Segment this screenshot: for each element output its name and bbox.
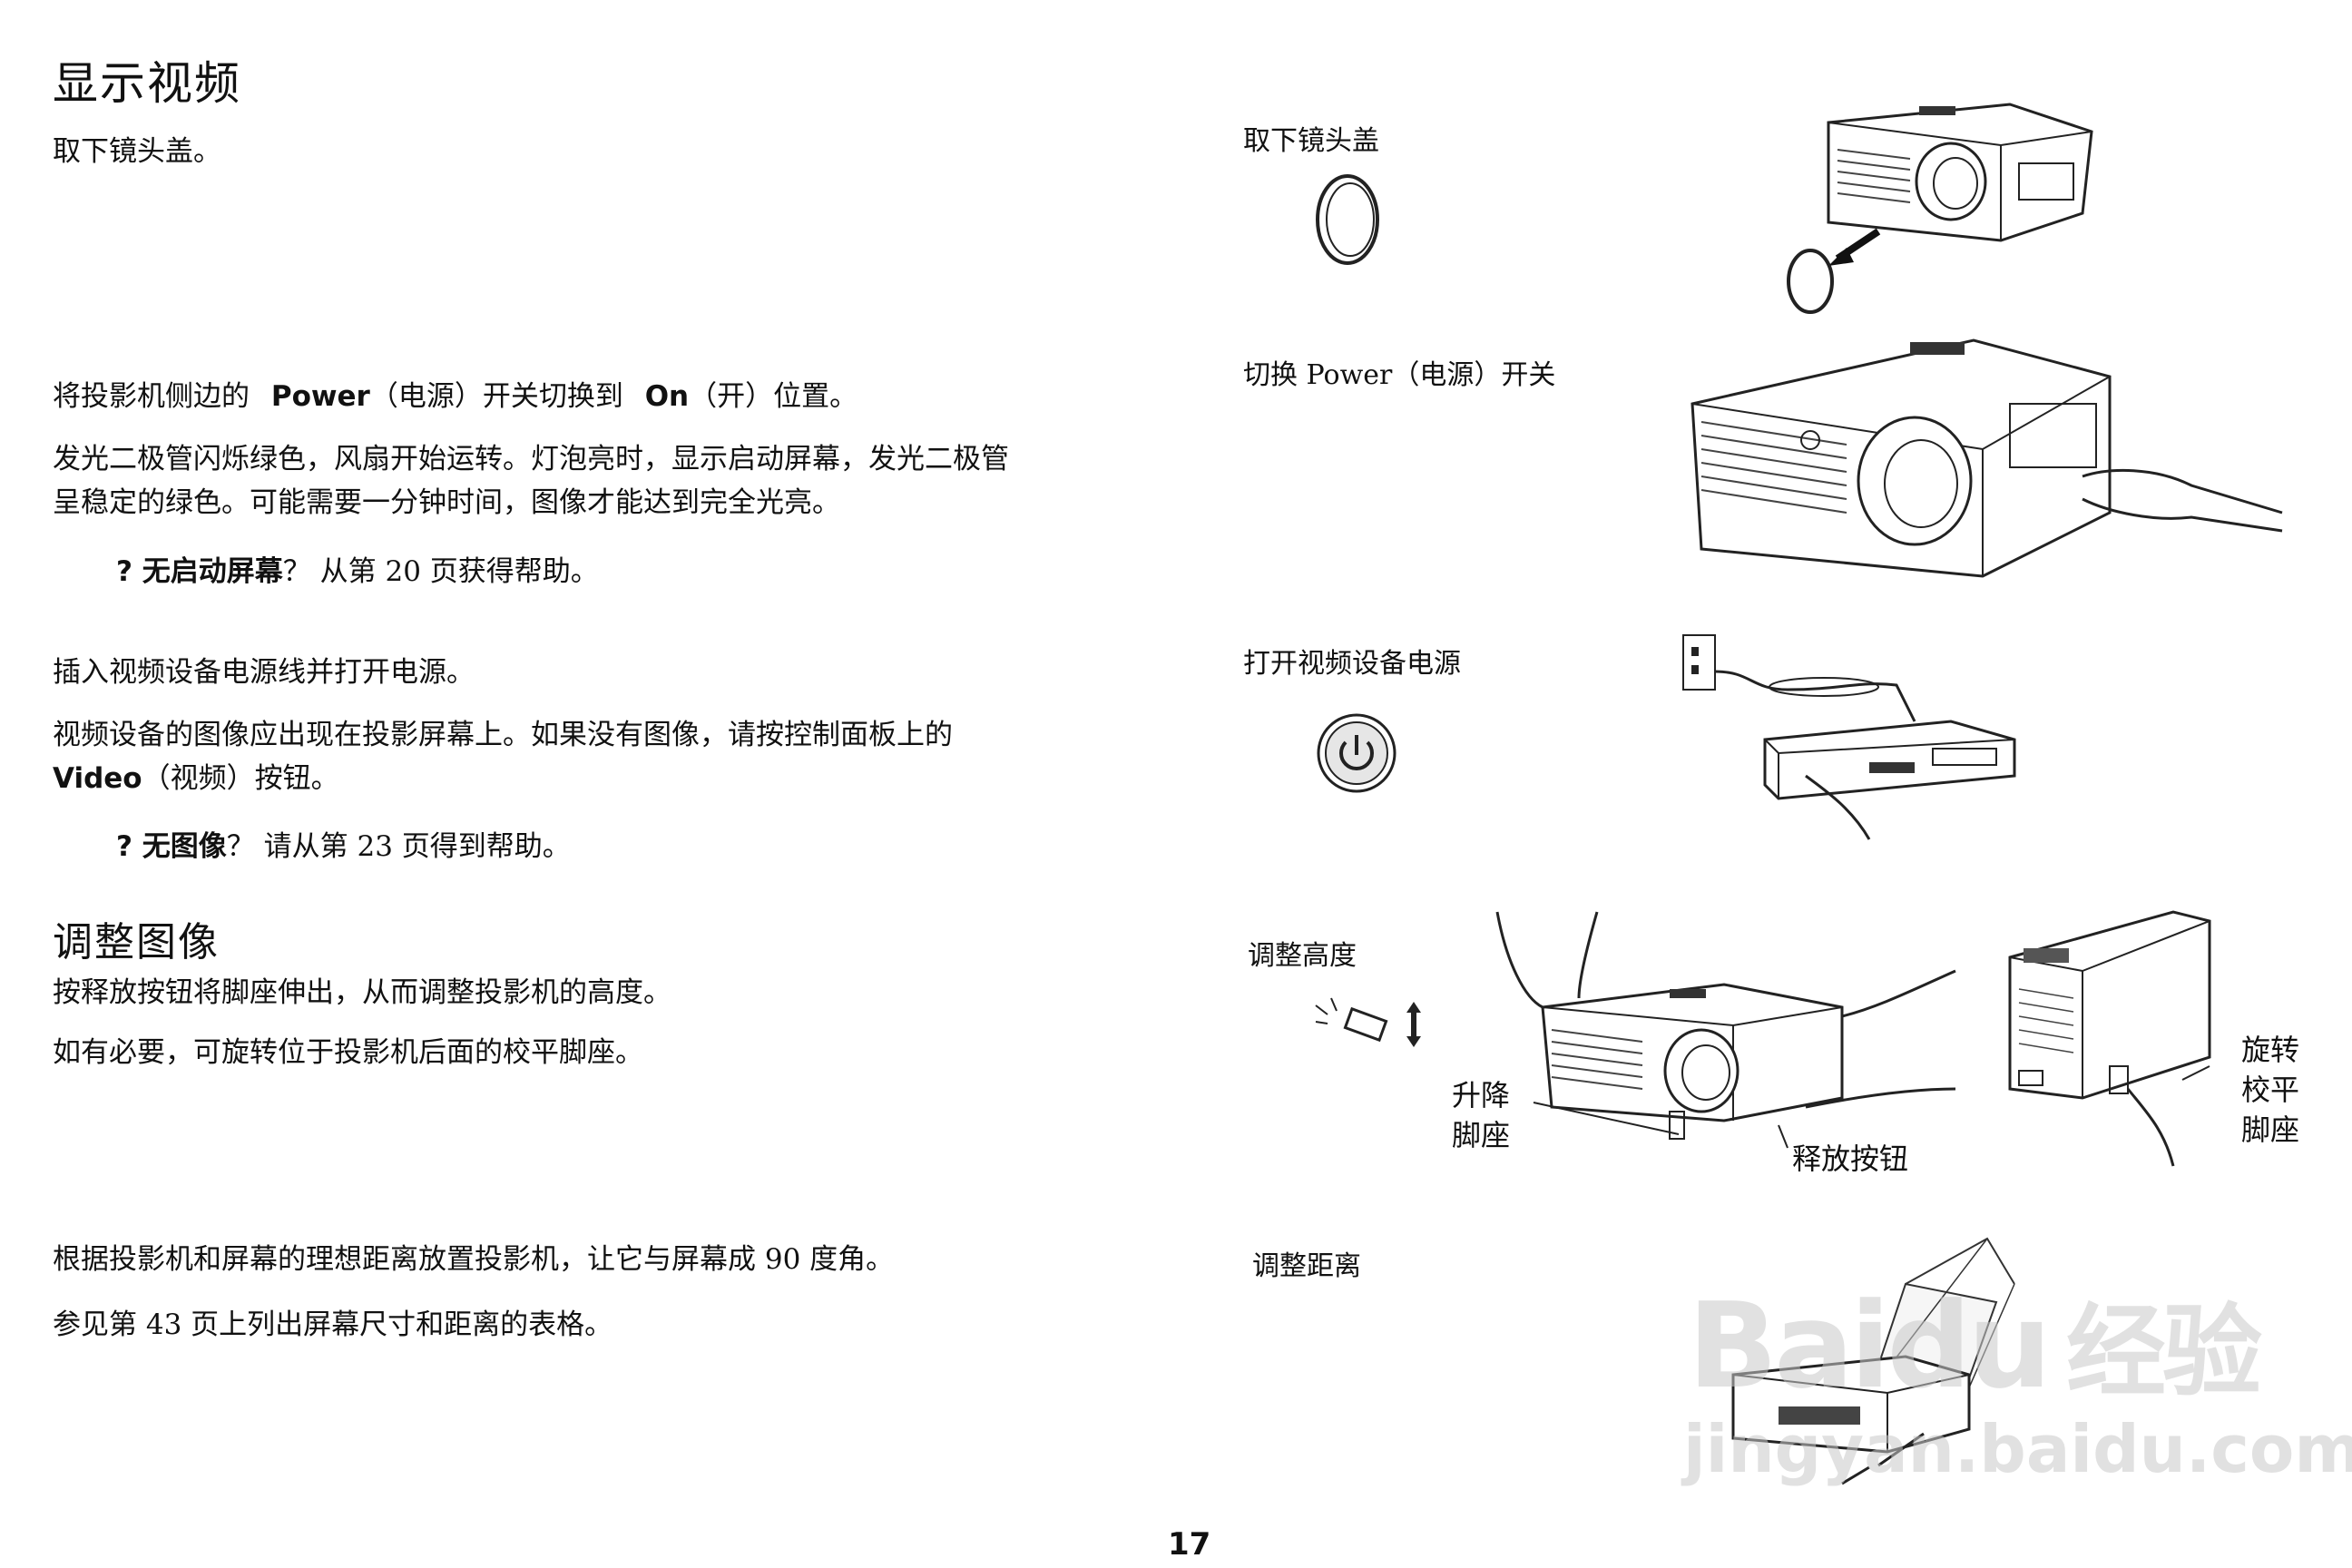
step-power-switch: 将投影机侧边的 Power（电源）开关切换到 On（开）位置。 <box>53 375 858 418</box>
step-leveling-foot: 如有必要，可旋转位于投影机后面的校平脚座。 <box>53 1036 643 1069</box>
caption-lens-cap: 取下镜头盖 <box>1243 125 1379 157</box>
step-distance: 根据投影机和屏幕的理想距离放置投影机，让它与屏幕成 90 度角。 <box>53 1243 895 1276</box>
note1-text: ？ 从第 20 页获得帮助。 <box>282 555 599 588</box>
video-label: Video <box>53 762 142 795</box>
label-elevator-foot: 升降 脚座 <box>1452 1075 1510 1155</box>
note-no-startup-screen: ? 无启动屏幕？ 从第 20 页获得帮助。 <box>116 548 599 589</box>
power-label: Power <box>270 380 370 413</box>
caption-video-power: 打开视频设备电源 <box>1243 648 1461 680</box>
projector-lens-cap-illustration <box>1787 103 2093 314</box>
led-line-1: 发光二极管闪烁绿色，风扇开始运转。灯泡亮时，显示启动屏幕，发光二极管 <box>53 443 1009 475</box>
note2-bold: ? 无图像 <box>116 830 227 863</box>
label-rotate-3: 脚座 <box>2241 1112 2300 1147</box>
watermark-brand-cn: 经验 <box>2065 1294 2262 1410</box>
video-device-illustration <box>1682 634 2016 840</box>
caption-adjust-distance: 调整距离 <box>1252 1250 1361 1282</box>
section-title-adjust: 调整图像 <box>53 919 220 965</box>
power-text-post: （开）位置。 <box>689 380 858 413</box>
video-line-2: Video（视频）按钮。 <box>53 757 953 800</box>
step-remove-lens-cap: 取下镜头盖。 <box>53 135 221 168</box>
step-table-reference: 参见第 43 页上列出屏幕尺寸和距离的表格。 <box>53 1308 613 1341</box>
power-button-icon <box>1317 713 1396 793</box>
on-label: On <box>644 380 690 413</box>
watermark-url: jingyan.baidu.com <box>1683 1411 2352 1487</box>
page-number: 17 <box>1168 1526 1211 1563</box>
label-rotate-1: 旋转 <box>2241 1033 2300 1067</box>
power-text-pre: 将投影机侧边的 <box>53 380 250 413</box>
step-video-power: 插入视频设备电源线并打开电源。 <box>53 656 475 689</box>
video-description: 视频设备的图像应出现在投影屏幕上。如果没有图像，请按控制面板上的 Video（视… <box>53 713 953 800</box>
projector-height-illustration <box>1495 911 1956 1149</box>
power-text-mid: （电源）开关切换到 <box>369 380 623 413</box>
video-line-2-rest: （视频）按钮。 <box>142 762 339 795</box>
led-description: 发光二极管闪烁绿色，风扇开始运转。灯泡亮时，显示启动屏幕，发光二极管 呈稳定的绿… <box>53 437 1009 524</box>
page-title: 显示视频 <box>53 57 241 110</box>
step-adjust-height: 按释放按钮将脚座伸出，从而调整投影机的高度。 <box>53 976 671 1009</box>
caption-power-switch: 切换 Power（电源）开关 <box>1243 359 1556 391</box>
label-rotate-2: 校平 <box>2241 1073 2300 1107</box>
note1-bold: ? 无启动屏幕 <box>116 555 283 588</box>
label-rotate-leveling-foot: 旋转 校平 脚座 <box>2241 1030 2299 1150</box>
elevator-foot-icon <box>1315 997 1421 1047</box>
label-elevator-foot-2: 脚座 <box>1452 1118 1511 1152</box>
projector-distance-illustration <box>1731 1237 2015 1485</box>
projector-power-switch-illustration <box>1690 338 2283 578</box>
led-line-2: 呈稳定的绿色。可能需要一分钟时间，图像才能达到完全光亮。 <box>53 486 840 519</box>
watermark-brand-text: Baidu <box>1688 1277 2052 1415</box>
caption-adjust-height: 调整高度 <box>1248 940 1357 972</box>
lens-cap-icon <box>1316 174 1379 265</box>
label-release-button: 释放按钮 <box>1792 1142 1909 1176</box>
video-line-1: 视频设备的图像应出现在投影屏幕上。如果没有图像，请按控制面板上的 <box>53 719 953 751</box>
label-elevator-foot-1: 升降 <box>1452 1078 1511 1112</box>
note2-text: ？ 请从第 23 页得到帮助。 <box>226 830 571 863</box>
note-no-image: ? 无图像？ 请从第 23 页得到帮助。 <box>116 823 571 864</box>
projector-leveling-illustration <box>2008 910 2211 1167</box>
